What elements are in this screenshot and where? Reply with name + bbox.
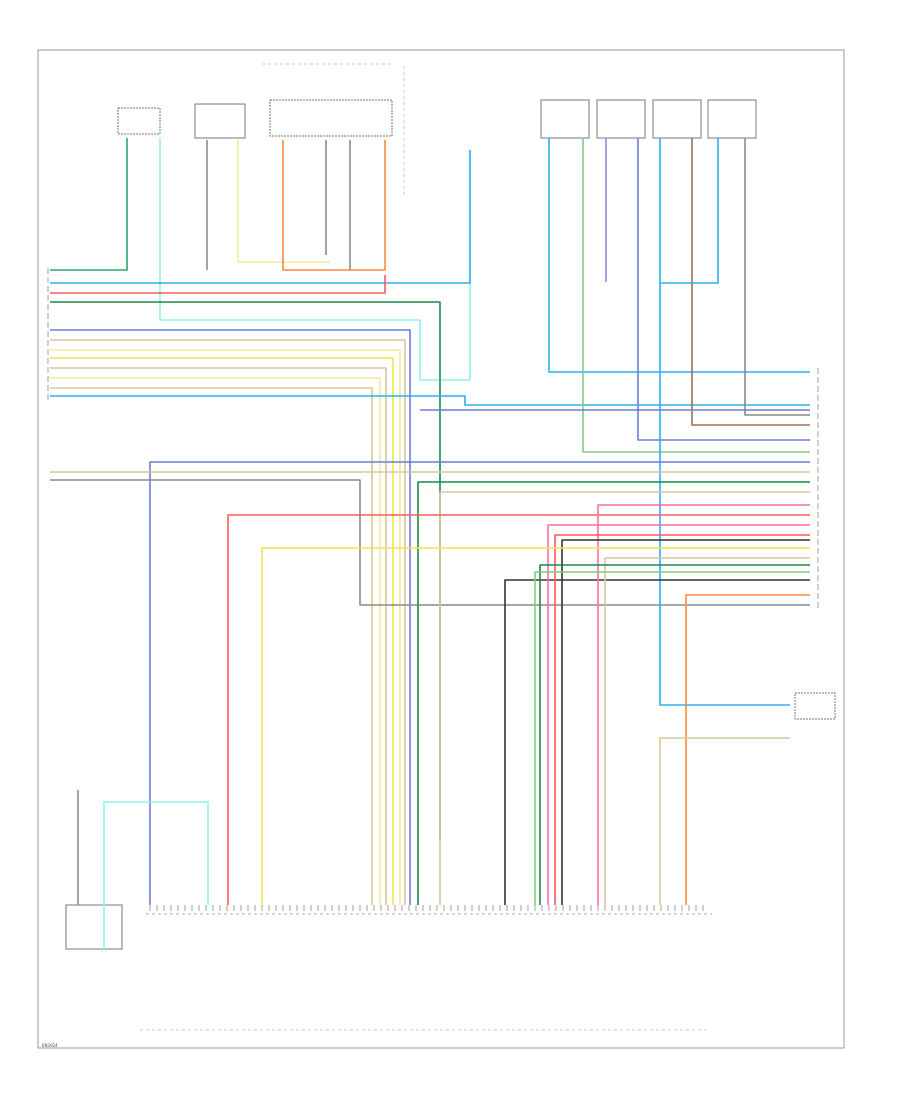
wire-pink (597, 504, 810, 905)
wire-blue (50, 329, 411, 905)
component-box (652, 99, 702, 139)
component-box (117, 107, 161, 135)
wire-brown (691, 138, 810, 426)
component-box (794, 692, 836, 720)
wire-lightblue (659, 138, 790, 706)
wire-yellow (50, 357, 394, 905)
wire-pink (547, 524, 810, 905)
wire-lime (534, 571, 810, 905)
wire-cyan (103, 801, 209, 950)
diagram-id-tag: EN3924 (42, 1043, 58, 1048)
component-box (707, 99, 757, 139)
wires (50, 138, 810, 950)
wire-gray (50, 479, 810, 606)
components (65, 63, 836, 1031)
wire-blue (149, 461, 810, 905)
wire-black (504, 579, 810, 905)
wire-lime (582, 138, 810, 453)
wire-red (554, 534, 810, 905)
wire-red (50, 275, 386, 294)
component-box (596, 99, 646, 139)
wire-orange (282, 140, 386, 271)
wire-lightblue (50, 395, 810, 406)
diagram-frame (37, 49, 845, 1049)
wire-lightyellow (50, 349, 401, 905)
wire-red (227, 514, 810, 905)
wire-tan (439, 491, 810, 905)
wire-green (50, 138, 128, 271)
wire-lightyellow (50, 377, 381, 905)
component-box (194, 103, 246, 139)
wire-darkgreen (50, 301, 441, 840)
component-box (540, 99, 590, 139)
wire-tan (50, 367, 387, 905)
wire-darkgreen (539, 564, 810, 905)
component-box (65, 904, 123, 950)
wire-tan (659, 737, 790, 905)
wire-cyan (159, 138, 471, 381)
wire-lightyellow (237, 140, 330, 263)
wire-tan (50, 387, 373, 905)
wire-blue (637, 138, 810, 441)
wire-tan (604, 557, 810, 905)
wire-lightblue (660, 138, 719, 284)
component-box (269, 99, 393, 137)
wire-lightblue (548, 138, 810, 373)
connector-pins (47, 268, 819, 911)
wire-gray (744, 138, 810, 416)
wire-tan (50, 339, 406, 905)
wire-black (561, 539, 810, 905)
wire-yellow (261, 547, 810, 905)
wire-darkgreen (417, 481, 810, 905)
wire-orange (685, 594, 810, 905)
wire-lightblue (50, 150, 471, 284)
